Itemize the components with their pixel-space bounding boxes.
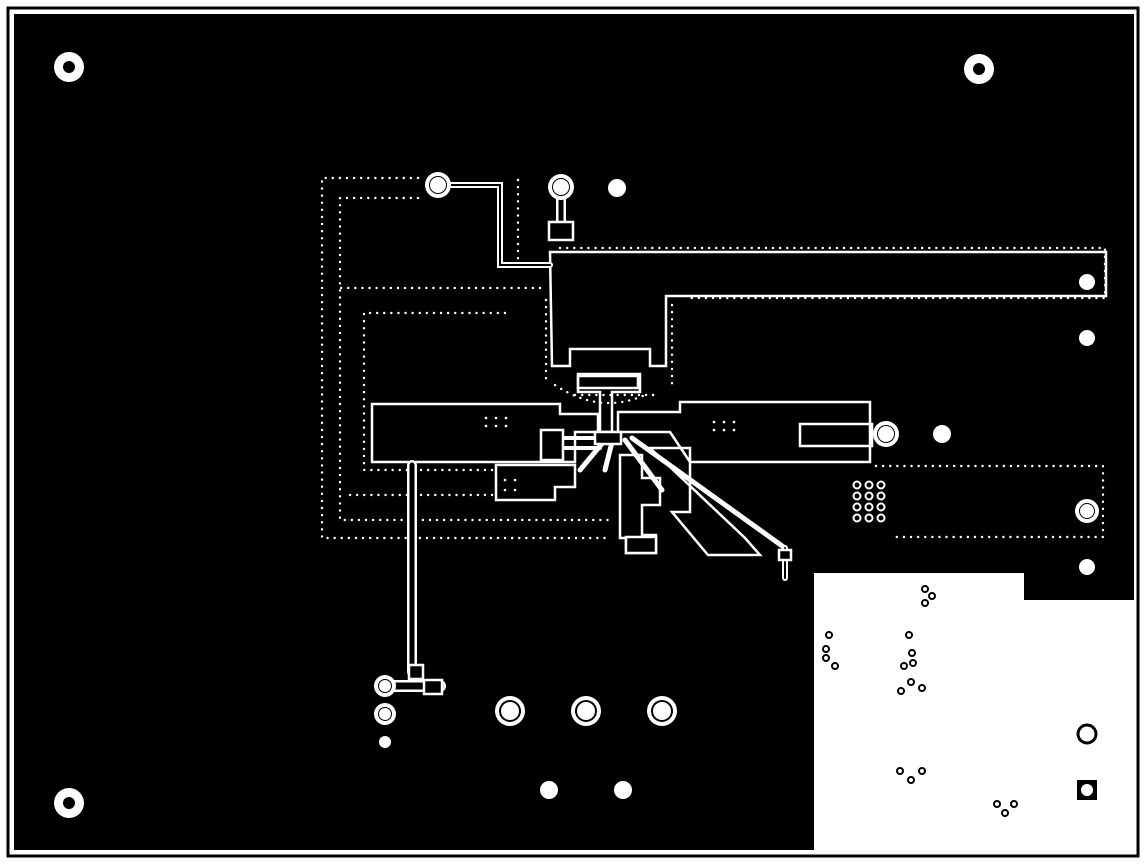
pad-right-2 (1079, 330, 1095, 346)
right-plane-island (616, 400, 872, 464)
ic-footprint (593, 430, 623, 446)
pad-top (547, 220, 575, 242)
pad-test (777, 548, 793, 562)
pad-right-1 (1079, 274, 1095, 290)
pad-bottom-1 (540, 781, 558, 799)
pad-bottom-2 (614, 781, 632, 799)
pad-left-3 (379, 736, 391, 748)
keepout-region (814, 573, 1134, 850)
pad-left-chip (539, 428, 565, 462)
round-test-pad (1076, 723, 1098, 745)
pad-bottom (624, 535, 658, 555)
top-bus-island (548, 250, 1108, 368)
through-hole-pads (374, 172, 1099, 799)
lower-left-island (494, 463, 577, 502)
copper-islands (370, 250, 1108, 557)
pad-output-2 (933, 425, 951, 443)
via-stitching (320, 176, 1107, 540)
board-outline (6, 6, 1140, 858)
pad-right-4 (1079, 559, 1095, 575)
pad-trace-end (407, 663, 425, 681)
mounting-holes (54, 52, 994, 818)
keepout-pads (1076, 723, 1098, 800)
via-array (852, 480, 886, 523)
pad-connector (422, 678, 444, 696)
right-connector-pad (798, 422, 874, 448)
smd-pads (407, 220, 793, 696)
lower-diagonal-island (646, 446, 763, 557)
keepout-vias (822, 585, 1018, 817)
pad-input-3 (608, 179, 626, 197)
thermal-vias (484, 416, 736, 492)
